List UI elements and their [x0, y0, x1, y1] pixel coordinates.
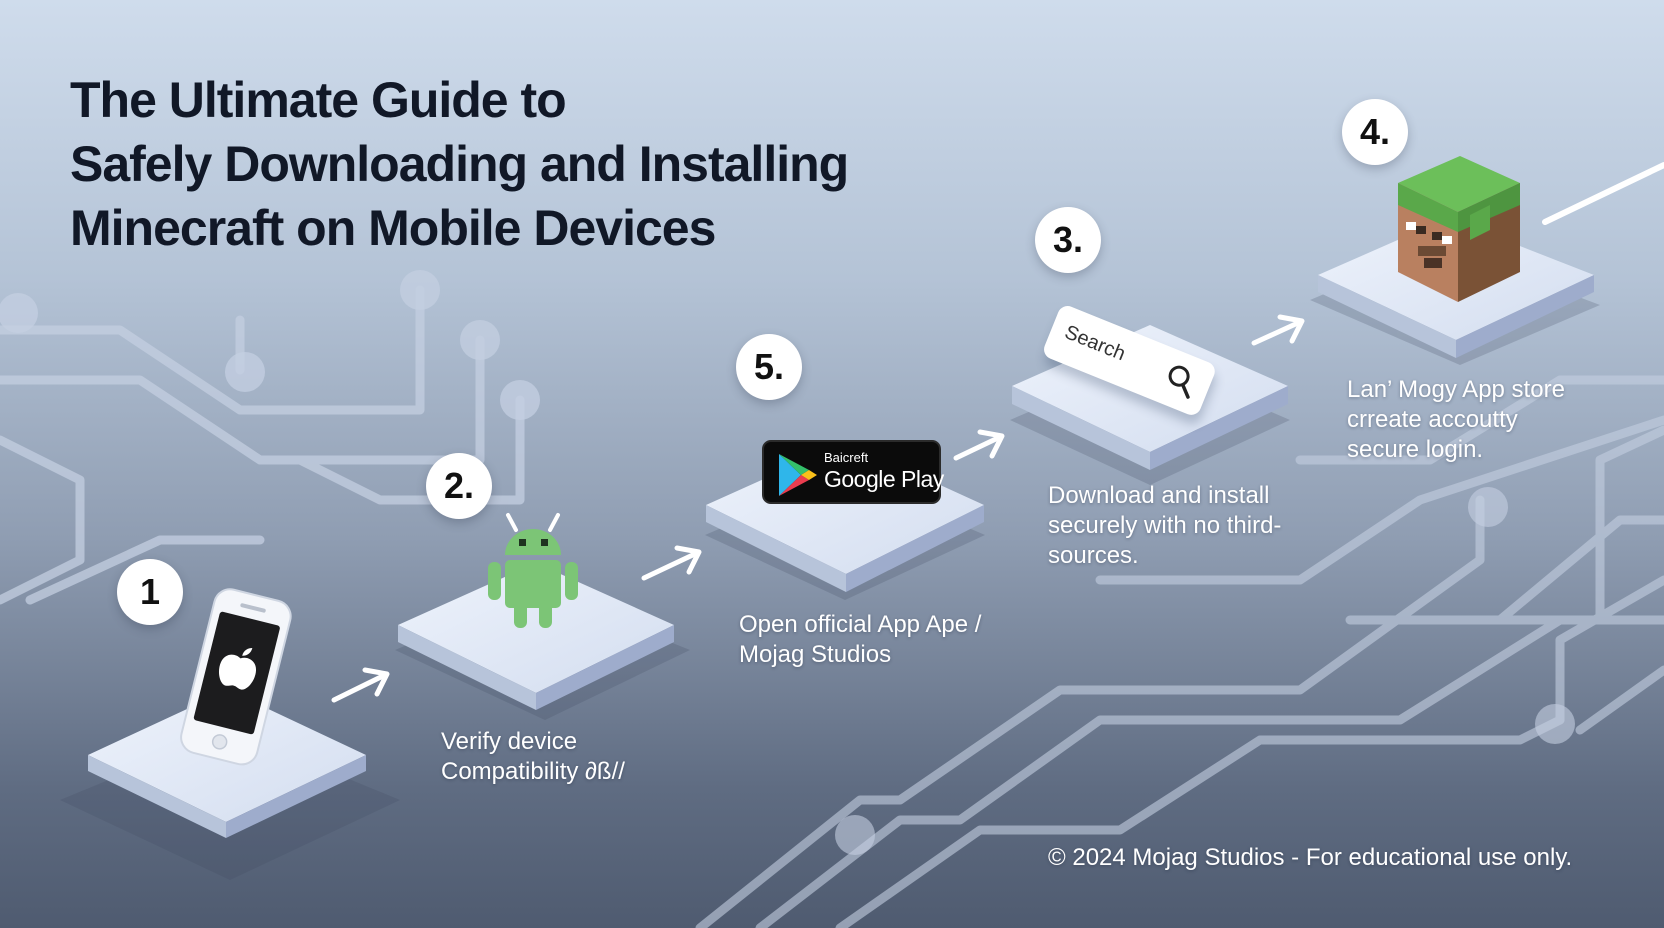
white-trace-line [1542, 162, 1664, 225]
step-badge-5: 5. [736, 334, 802, 400]
google-play-icon [779, 454, 817, 496]
label-line: crreate accoutty [1347, 406, 1518, 433]
title-line: The Ultimate Guide to [70, 72, 567, 128]
circuit-nodes-left [0, 270, 540, 420]
label-line: Mojag Studios [739, 641, 892, 668]
title-line: Minecraft on Mobile Devices [70, 200, 716, 256]
step-4-label: Lan’ Mogy App store crreate accoutty sec… [1347, 375, 1565, 465]
arrow-icon [1251, 314, 1305, 346]
iphone-icon [180, 588, 292, 766]
title-line: Safely Downloading and Installing [70, 136, 849, 192]
arrow-icon [641, 545, 702, 581]
platform-step-2 [398, 563, 674, 710]
label-line: secure login. [1347, 436, 1484, 463]
google-play-small-text: Baicreft [824, 450, 869, 465]
step-1-label: Verify device Compatibility ∂ß// [441, 727, 625, 787]
step-badge-2: 2. [426, 453, 492, 519]
step-badge-4: 4. [1342, 99, 1408, 165]
search-placeholder: Search [1061, 321, 1129, 366]
google-play-label: Google Play [824, 466, 944, 492]
step-badge-1: 1 [117, 559, 183, 625]
label-line: Verify device [441, 728, 578, 755]
android-robot-icon [488, 513, 578, 628]
circuit-nodes-right [835, 487, 1575, 855]
step-badge-3: 3. [1035, 207, 1101, 273]
google-play-badge[interactable]: Baicreft Google Play [762, 440, 944, 504]
label-line: Download and install [1048, 482, 1270, 509]
label-line: Lan’ Mogy App store [1347, 376, 1565, 403]
label-line: sources. [1048, 542, 1139, 569]
minecraft-grass-block-icon [1398, 156, 1520, 302]
apple-logo-icon [219, 647, 257, 690]
arrow-icon [331, 667, 390, 703]
search-bar[interactable]: Search [1041, 303, 1218, 418]
circuit-traces-right [695, 375, 1664, 928]
label-line: Compatibility ∂ß// [441, 758, 625, 785]
label-line: Open official App Ape / [739, 611, 982, 638]
flow-arrows [331, 314, 1305, 703]
step-3-label: Download and install securely with no th… [1048, 481, 1281, 571]
search-icon [1168, 365, 1190, 399]
step-5-label: Open official App Ape / Mojag Studios [739, 610, 981, 670]
label-line: securely with no third- [1048, 512, 1282, 539]
page-title: The Ultimate Guide to Safely Downloading… [70, 68, 970, 260]
copyright-footer: © 2024 Mojag Studios - For educational u… [1048, 844, 1573, 871]
arrow-icon [953, 429, 1005, 461]
